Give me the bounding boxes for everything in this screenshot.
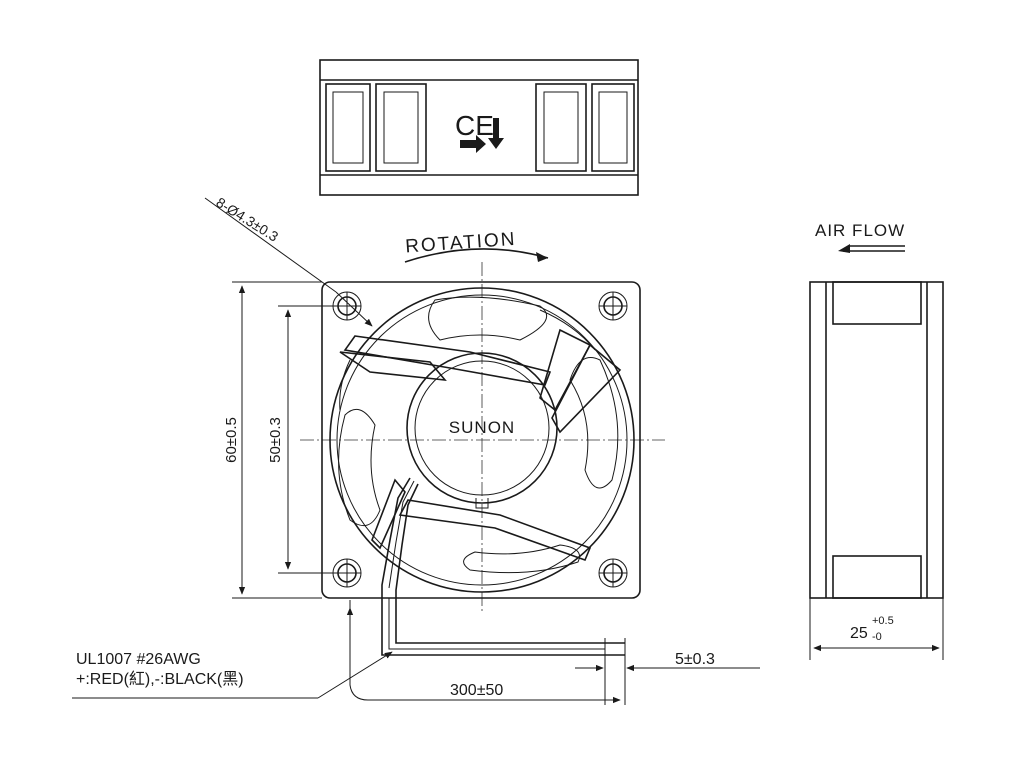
dim-lead-length: 300±50	[346, 600, 621, 704]
front-view: SUNON ROTATION 8-Ø4.3±0.3	[204, 194, 665, 612]
svg-text:300±50: 300±50	[450, 682, 503, 699]
mounting-hole	[332, 291, 362, 321]
wire-spec-callout: UL1007 #26AWG +:RED(紅),-:BLACK(黑)	[72, 651, 393, 699]
mounting-hole	[332, 558, 362, 588]
mounting-hole	[598, 558, 628, 588]
brand-label: SUNON	[449, 418, 515, 437]
lead-wires	[381, 598, 626, 705]
svg-text:50±0.3: 50±0.3	[267, 417, 284, 463]
air-flow-label: AIR FLOW	[815, 221, 905, 240]
svg-text:UL1007 #26AWG: UL1007 #26AWG	[76, 651, 201, 668]
dim-holes: 50±0.3	[267, 305, 333, 574]
wire-channel	[381, 477, 419, 598]
svg-text:CE: CE	[455, 110, 494, 141]
dim-outer: 60±0.5	[223, 281, 322, 599]
fan-hub: SUNON	[406, 352, 558, 509]
ce-mark-icon: CE	[455, 110, 504, 153]
svg-text:-0: -0	[872, 631, 882, 643]
side-view: AIR FLOW 25 +0.5 -0	[809, 221, 944, 660]
mounting-hole	[598, 291, 628, 321]
fan-blade	[338, 296, 619, 574]
dim-strip: 5±0.3	[575, 651, 760, 672]
rotation-arrow-icon	[404, 248, 549, 263]
holes-callout: 8-Ø4.3±0.3	[213, 194, 281, 245]
depth-dimension: 25	[850, 625, 868, 642]
rotation-label: ROTATION	[405, 229, 518, 258]
svg-text:60±0.5: 60±0.5	[223, 417, 240, 463]
svg-text:5±0.3: 5±0.3	[675, 651, 715, 668]
air-flow-arrow-icon	[838, 244, 905, 253]
svg-text:+:RED(紅),-:BLACK(黑): +:RED(紅),-:BLACK(黑)	[76, 670, 244, 688]
svg-text:+0.5: +0.5	[872, 615, 894, 627]
top-view: CE	[319, 59, 639, 196]
